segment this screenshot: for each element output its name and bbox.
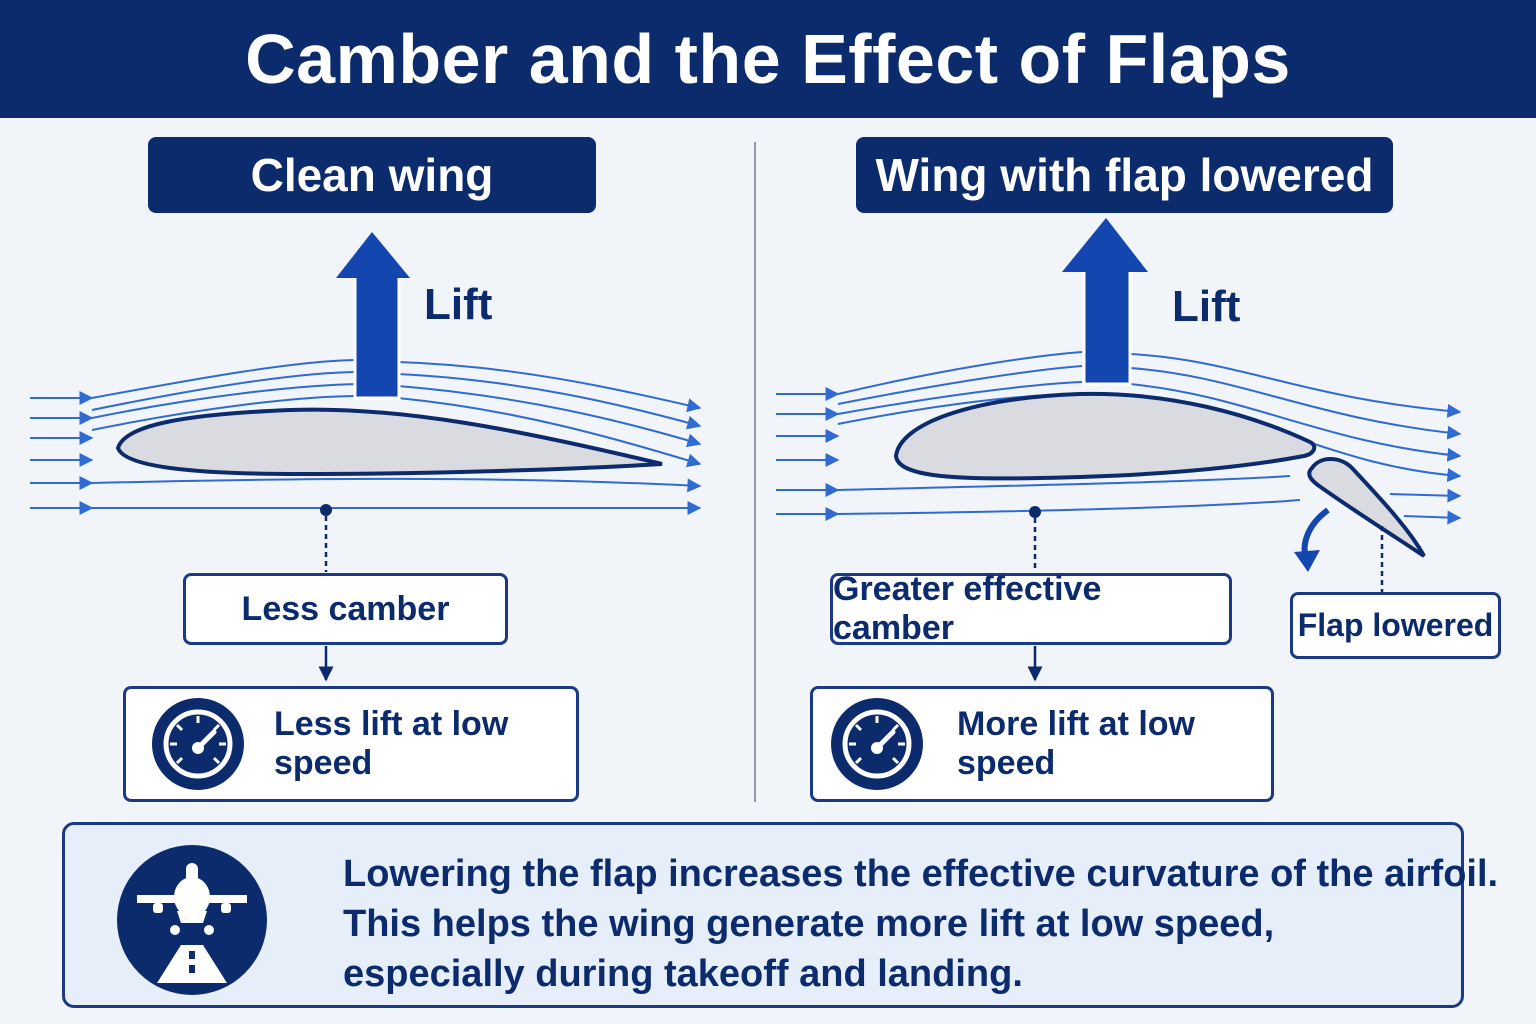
left-lift-label: Lift bbox=[424, 280, 493, 329]
panel-divider bbox=[754, 142, 756, 802]
more-lift-label: More lift at low speed bbox=[957, 705, 1195, 782]
flap-lowered-label: Flap lowered bbox=[1297, 607, 1494, 643]
less-camber-label: Less camber bbox=[241, 589, 450, 628]
flap-wing-heading: Wing with flap lowered bbox=[856, 137, 1393, 213]
clean-wing-heading: Clean wing bbox=[148, 137, 596, 213]
page-title: Camber and the Effect of Flaps bbox=[245, 20, 1291, 98]
summary-line: This helps the wing generate more lift a… bbox=[343, 903, 1275, 945]
airplane-runway-icon bbox=[117, 845, 267, 995]
lift-arrow-icon bbox=[1062, 218, 1148, 386]
greater-camber-box: Greater effective camber bbox=[830, 570, 1232, 647]
summary-line: Lowering the flap increases the effectiv… bbox=[343, 853, 1499, 895]
more-lift-box: More lift at low speed bbox=[810, 686, 1274, 802]
right-streamlines bbox=[776, 351, 1462, 525]
less-lift-box: Less lift at low speed bbox=[123, 686, 579, 802]
camber-pointer-dot bbox=[320, 504, 332, 516]
left-streamlines bbox=[30, 359, 702, 515]
lift-arrow-icon bbox=[336, 232, 410, 400]
title-bar: Camber and the Effect of Flaps bbox=[0, 0, 1536, 118]
clean-airfoil bbox=[115, 407, 663, 477]
summary-panel: Lowering the flap increases the effectiv… bbox=[62, 822, 1499, 1008]
summary-line: especially during takeoff and landing. bbox=[343, 953, 1023, 995]
right-lift-label: Lift bbox=[1172, 282, 1241, 331]
camber-pointer-dot bbox=[1029, 506, 1041, 518]
flap-wing-airfoil bbox=[893, 391, 1317, 481]
speedometer-icon bbox=[152, 698, 244, 790]
speedometer-icon bbox=[831, 698, 923, 790]
greater-camber-label: Greater effective camber bbox=[833, 570, 1102, 647]
lowered-flap bbox=[1307, 457, 1426, 558]
flap-rotation-arrowhead bbox=[1294, 550, 1320, 572]
less-lift-label: Less lift at low speed bbox=[274, 705, 509, 782]
less-camber-box: Less camber bbox=[183, 573, 508, 645]
summary-text: Lowering the flap increases the effectiv… bbox=[343, 849, 1499, 999]
flap-lowered-box: Flap lowered bbox=[1290, 592, 1501, 659]
